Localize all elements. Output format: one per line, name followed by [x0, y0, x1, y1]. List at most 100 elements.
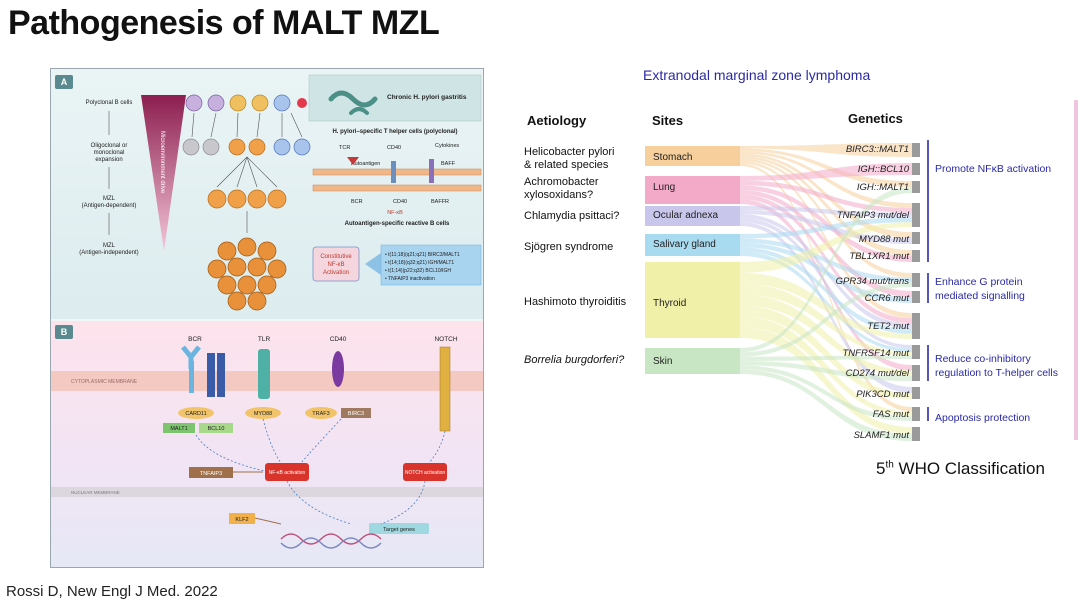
polyclonal-cells: [185, 94, 307, 112]
sankey-link: [740, 187, 912, 353]
group-co-inhibitory-1: Reduce co-inhibitory: [935, 353, 1031, 365]
label-bcr-b: BCR: [188, 336, 202, 343]
gastritis-label: Chronic H. pylori gastritis: [387, 94, 467, 101]
translocation-1: • t(11;18)(q21;q21) BIRC3/MALT1: [385, 252, 460, 258]
sankey-link: [740, 361, 912, 381]
gene-bar: [912, 365, 920, 381]
site-skin: Skin: [653, 356, 673, 367]
label-autoantigen: Autoantigen: [351, 161, 380, 167]
gene-tbl1xr1: TBL1XR1 mut: [849, 251, 909, 262]
sankey-link: [740, 247, 912, 334]
gene-bar: [912, 313, 920, 339]
sankey-link: [740, 217, 912, 239]
svg-text:Target genes: Target genes: [383, 527, 415, 533]
aetiology-h-pylori-1: Helicobacter pylori: [524, 146, 615, 158]
sankey-link: [740, 369, 912, 441]
constitutive-box: [312, 246, 360, 282]
label-baffr: BAFFR: [431, 199, 449, 205]
pathogenesis-figure: A B Polyclonal B cells Oligoclonal or mo…: [50, 68, 484, 568]
group-apoptosis: Apoptosis protection: [935, 412, 1031, 424]
svg-text:KLF2: KLF2: [235, 517, 248, 523]
gene-tet2: TET2 mut: [867, 321, 909, 332]
gene-gpr34: GPR34 mut/trans: [835, 276, 909, 287]
constitutive-line-3: Activation: [323, 270, 349, 276]
gene-igh-malt1: IGH::MALT1: [856, 182, 909, 193]
target-genes-node: Target genes: [369, 523, 429, 534]
site-bar: [645, 262, 740, 338]
sankey-link: [740, 282, 912, 357]
sankey-link: [740, 365, 912, 421]
gene-bar: [912, 181, 920, 193]
cd40-receptor: [332, 351, 344, 387]
site-thyroid: Thyroid: [653, 298, 687, 309]
gene-bar: [912, 203, 920, 227]
who-sup: th: [885, 459, 894, 471]
group-g-protein-2: mediated signalling: [935, 290, 1025, 302]
traf3-node: TRAF3: [305, 407, 337, 419]
svg-text:CARD11: CARD11: [185, 411, 206, 417]
sankey-link: [740, 327, 912, 434]
gene-fas: FAS mut: [872, 409, 909, 420]
sankey-link: [740, 242, 912, 303]
nuclear-label: NUCLEAR MEMBRANE: [71, 490, 120, 495]
gene-igh-bcl10: IGH::BCL10: [857, 164, 909, 175]
aetiology-h-pylori-2: & related species: [524, 159, 609, 171]
monoclonal-cells: [207, 189, 287, 209]
aetiology-achromobacter-1: Achromobacter: [524, 176, 599, 188]
sankey-link: [740, 272, 912, 339]
svg-text:TNFAIP3: TNFAIP3: [200, 471, 222, 477]
myd88-node: MYD88: [245, 407, 281, 419]
site-bar: [645, 234, 740, 256]
lymphoma-cluster: [207, 237, 287, 311]
svg-text:MALT1: MALT1: [170, 426, 187, 432]
label-nfkb-a: NF-κB: [387, 210, 403, 216]
site-bar: [645, 176, 740, 204]
gene-bar: [912, 407, 920, 421]
sankey-link: [740, 305, 912, 399]
gene-birc3-malt1: BIRC3::MALT1: [845, 144, 909, 155]
sankey-link: [740, 294, 912, 376]
svg-text:MYD88: MYD88: [254, 411, 272, 417]
aetiology-h-pylori: Helicobacter pylori& related species: [524, 146, 614, 172]
gene-bar: [912, 427, 920, 441]
panel-b-tag: B: [55, 325, 73, 339]
klf2-node: KLF2: [229, 513, 255, 524]
label-expansion: expansion: [95, 157, 122, 163]
card11-node: CARD11: [178, 407, 214, 419]
translocation-4: • TNFAIP3 inactivation: [385, 276, 435, 282]
sankey-link: [740, 316, 912, 417]
group-co-inhibitory-2: regulation to T-helper cells: [935, 367, 1058, 379]
sankey-link: [740, 238, 912, 283]
aetiology-hashimoto: Hashimoto thyroiditis: [524, 296, 627, 308]
label-antigen-independent: (Antigen-independent): [79, 250, 138, 256]
gene-cd274: CD274 mut/del: [845, 368, 909, 379]
label-notch: NOTCH: [434, 336, 457, 343]
gene-slamf1: SLAMF1 mut: [853, 430, 909, 441]
microenvironment-triangle: [141, 95, 186, 251]
who-classification: 5th WHO Classification: [876, 459, 1045, 479]
svg-text:NF-κB activation: NF-κB activation: [269, 470, 306, 476]
dna-strand: [280, 533, 382, 545]
sankey-link: [740, 222, 912, 273]
site-salivary: Salivary gland: [653, 239, 716, 250]
sankey-link: [740, 180, 912, 213]
aetiology-achromobacter-2: xylosoxidans?: [524, 189, 594, 201]
constitutive-line-1: Constitutive: [320, 254, 352, 260]
sankey-link: [740, 151, 912, 208]
sankey-title: Extranodal marginal zone lymphoma: [643, 67, 871, 83]
citation: Rossi D, New Engl J Med. 2022: [6, 583, 218, 600]
header-aetiology: Aetiology: [527, 113, 587, 128]
label-cd40-b: CD40: [330, 336, 347, 343]
gene-bar: [912, 163, 920, 175]
translocation-2: • t(14;18)(q32;q21) IGH/MALT1: [385, 260, 454, 266]
membrane-label: CYTOPLASMIC MEMBRANE: [71, 379, 138, 385]
who-prefix: 5: [876, 459, 886, 478]
sankey-link: [740, 355, 912, 361]
gene-bar: [912, 250, 920, 262]
label-cd40-top: CD40: [387, 145, 401, 151]
sankey-link: [740, 163, 912, 181]
site-lung: Lung: [653, 182, 676, 193]
gene-pik3cd: PIK3CD mut: [856, 389, 909, 400]
